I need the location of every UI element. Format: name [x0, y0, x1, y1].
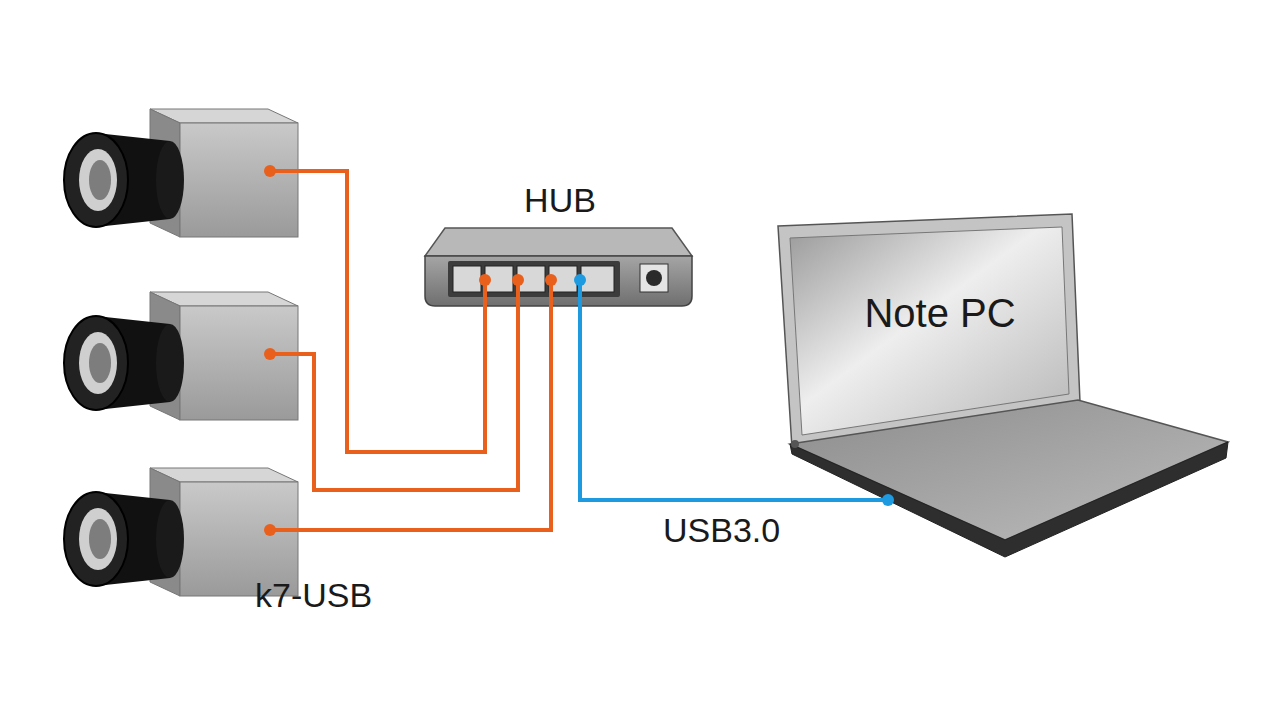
cable-connector: [425, 310, 551, 530]
camera: [64, 292, 298, 420]
cable-stub: [783, 498, 888, 502]
hub-node: HUB: [420, 180, 706, 310]
port-dot: [479, 274, 894, 506]
cable-stub: [270, 528, 427, 532]
cable-connector: [580, 310, 785, 500]
laptop-illustration: [778, 214, 1228, 557]
connection-label: USB3.0: [663, 512, 780, 549]
node-label: k7-USB: [255, 577, 372, 614]
laptop-node: Note PC: [785, 215, 1230, 560]
camera: [64, 109, 298, 237]
camera-node: k7-USB: [60, 495, 425, 625]
hub-illustration: [425, 228, 692, 306]
camera-cable: [270, 171, 518, 490]
node-label: Note PC: [840, 291, 1040, 335]
node-label: HUB: [420, 182, 700, 219]
